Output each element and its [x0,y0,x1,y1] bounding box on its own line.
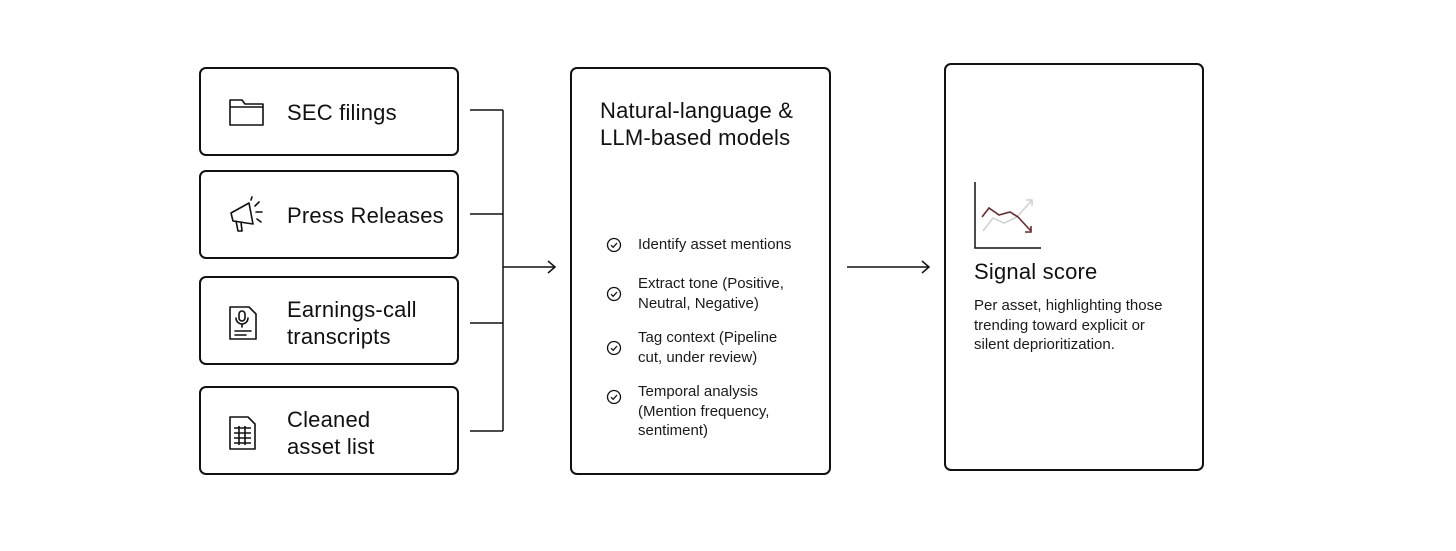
transcript-microphone-icon [227,304,259,347]
source-box-sec-filings: SEC filings [199,67,459,156]
step-text: Tag context (Pipeline cut, under review) [638,329,778,366]
source-label: Earnings-call transcripts [287,297,417,349]
spreadsheet-document-icon [227,414,259,457]
model-box: Natural-language & LLM-based models Iden… [570,67,831,475]
model-title: Natural-language & LLM-based models [600,98,794,150]
check-circle-icon [606,340,622,361]
trend-chart-icon [974,181,1044,256]
check-circle-icon [606,389,622,410]
source-label: SEC filings [287,100,397,125]
step-text: Temporal analysis (Mention frequency, se… [638,383,770,439]
source-label: Press Releases [287,203,444,228]
megaphone-icon [227,196,269,241]
step-text: Identify asset mentions [638,236,792,253]
output-description: Per asset, highlighting those trending t… [974,297,1163,353]
folder-icon [227,96,267,133]
output-title: Signal score [974,259,1098,284]
source-box-earnings-call-transcripts: Earnings-call transcripts [199,276,459,365]
check-circle-icon [606,286,622,307]
check-circle-icon [606,237,622,258]
source-box-cleaned-asset-list: Cleaned asset list [199,386,459,475]
output-box: Signal score Per asset, highlighting tho… [944,63,1204,471]
source-box-press-releases: Press Releases [199,170,459,259]
step-text: Extract tone (Positive, Neutral, Negativ… [638,275,784,312]
source-label: Cleaned asset list [287,407,375,459]
